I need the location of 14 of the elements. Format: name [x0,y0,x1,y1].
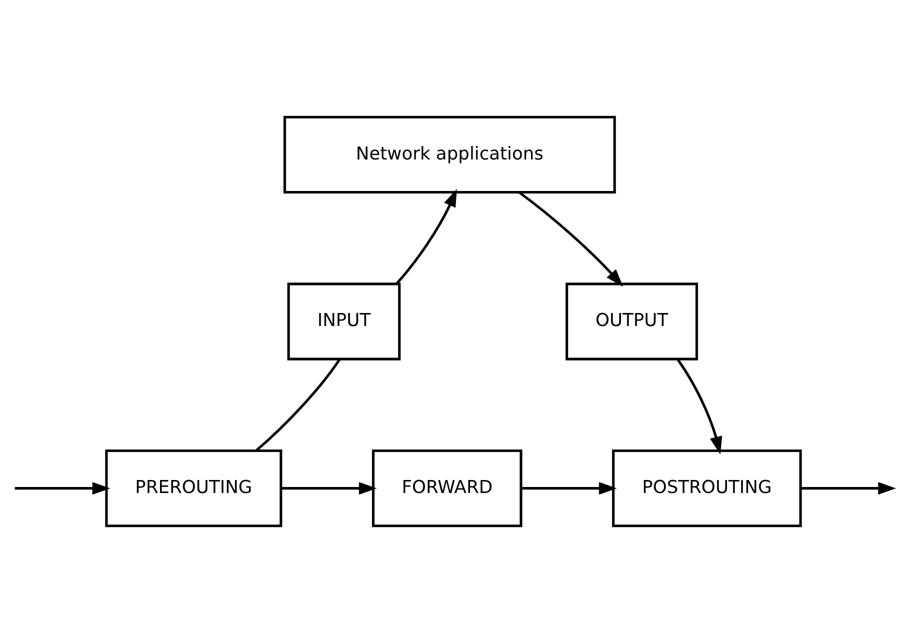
arrow [396,188,457,284]
arrow [281,482,377,494]
connector [255,358,341,452]
arrow [800,482,896,494]
node-box: PREROUTING [105,449,282,527]
node-box: INPUT [287,282,401,360]
node-box: FORWARD [372,449,522,527]
node-box: POSTROUTING [612,449,802,527]
arrow [676,358,722,454]
arrow [518,190,624,286]
node-box: OUTPUT [566,282,698,360]
arrow [14,482,110,494]
node-box: Network applications [283,115,616,193]
arrow [521,482,617,494]
